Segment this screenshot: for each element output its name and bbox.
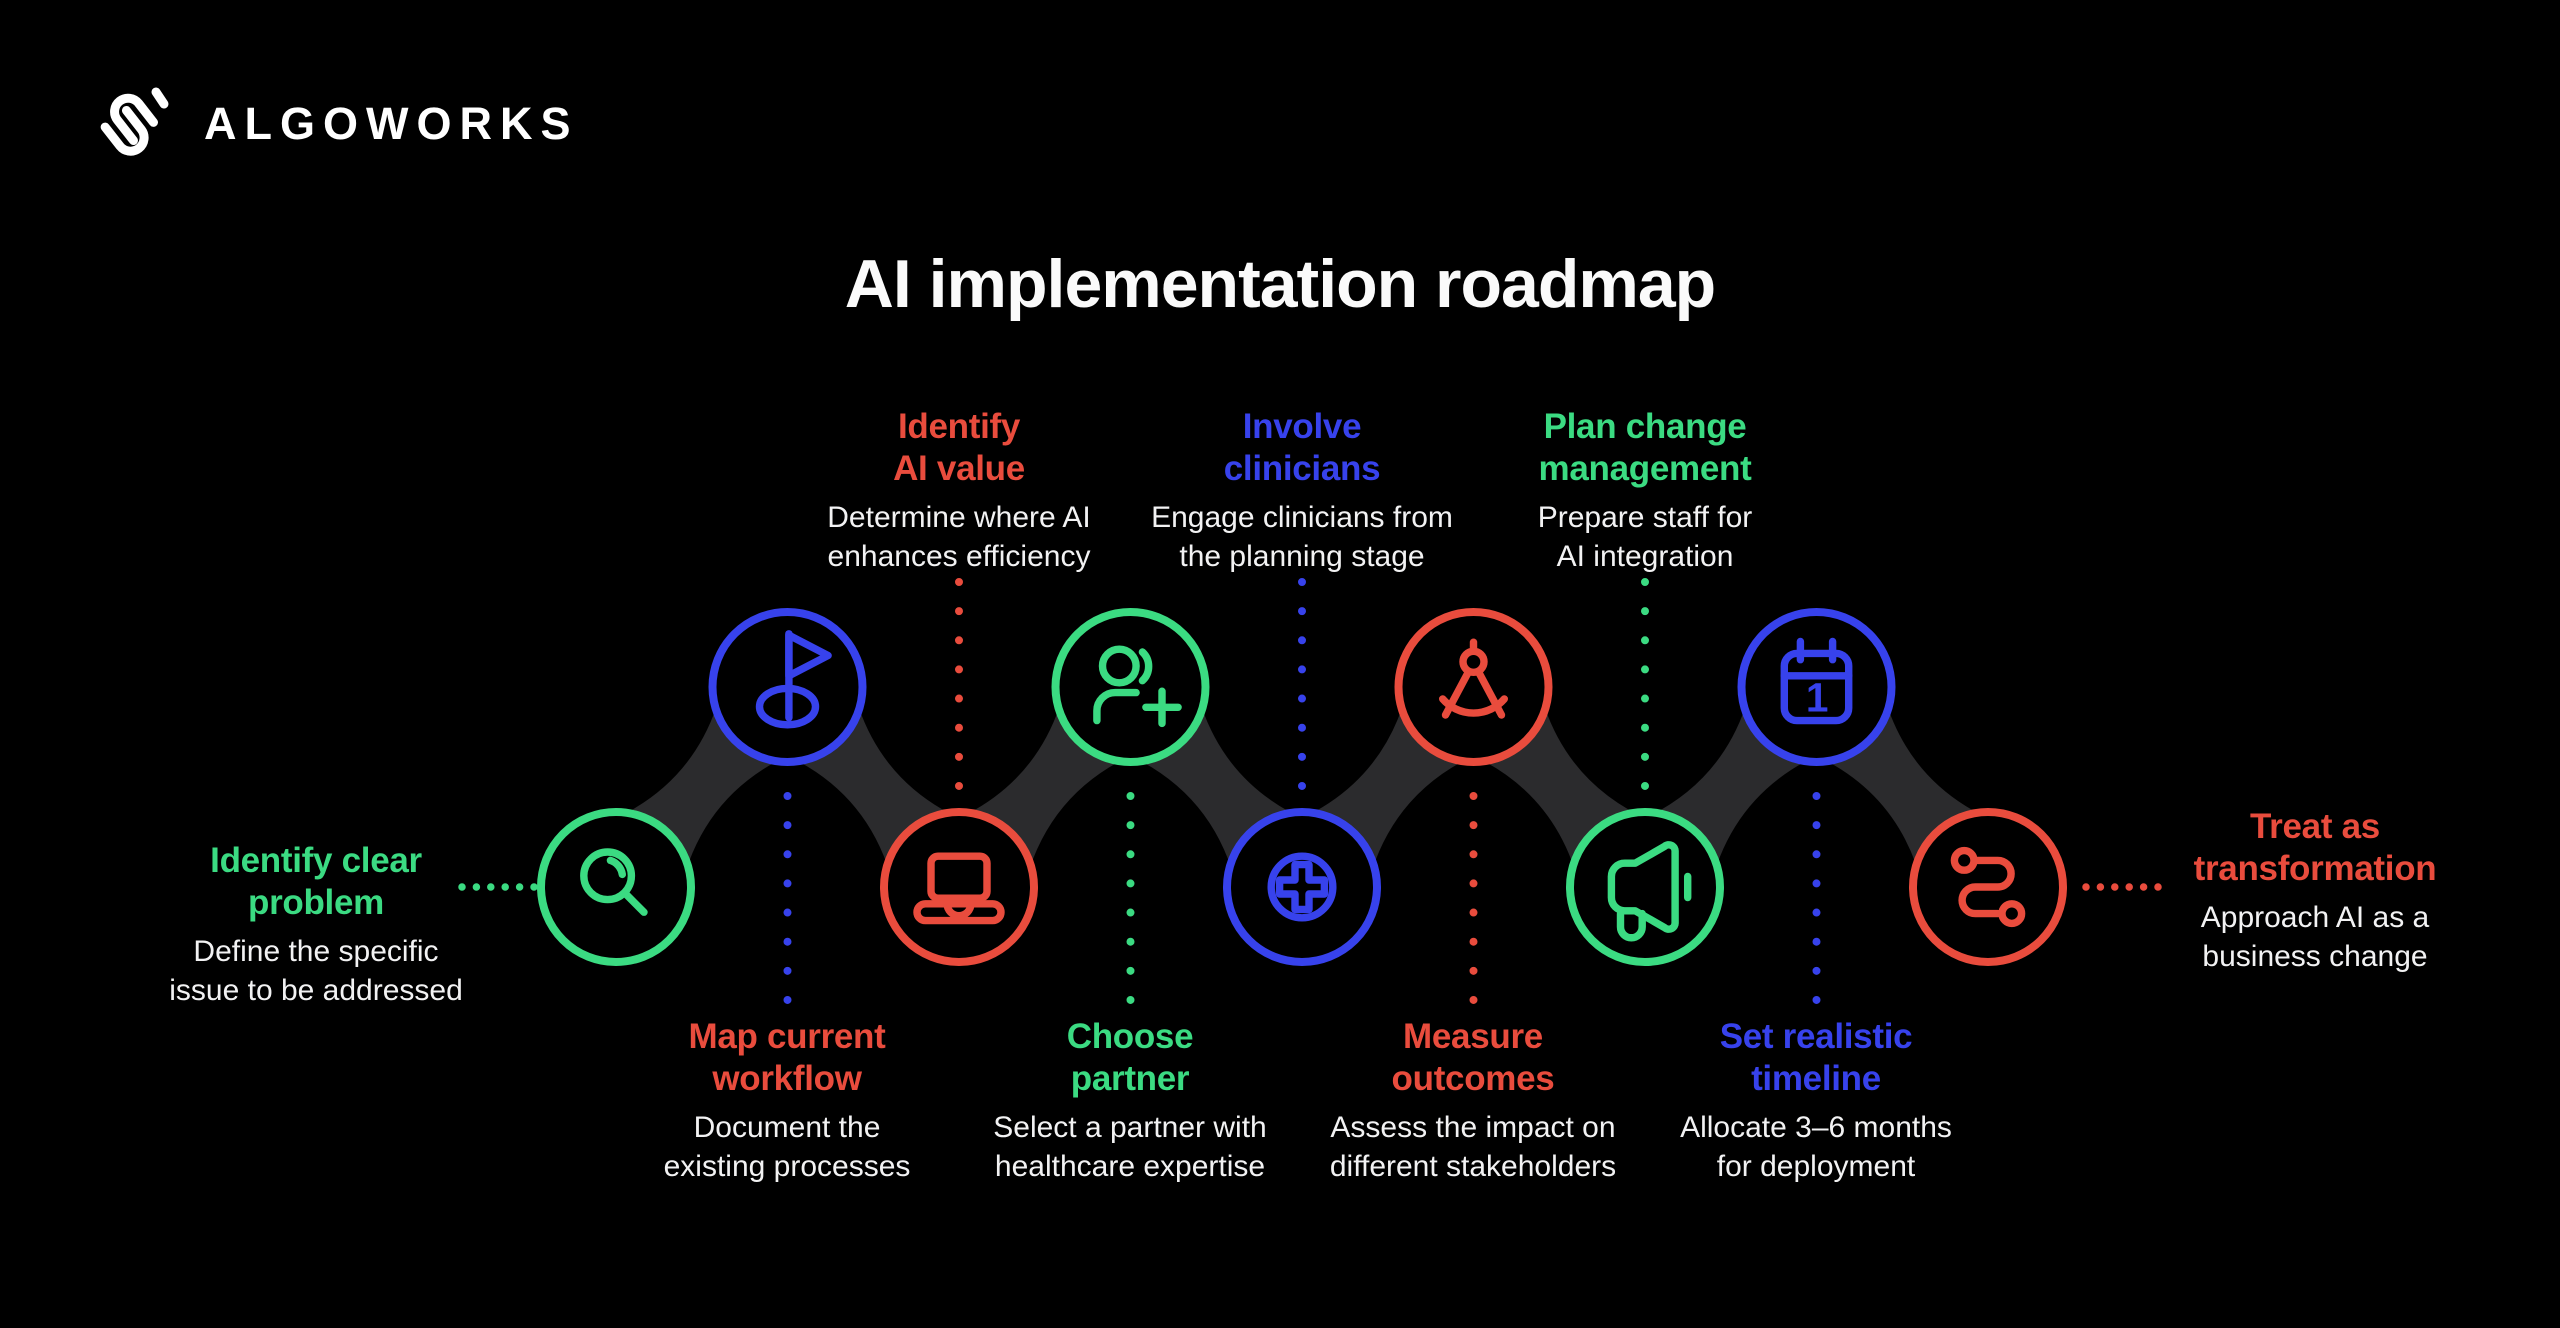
- step-6-circle: [1394, 608, 1553, 766]
- step-1-circle: [537, 808, 695, 966]
- flag-icon: [755, 630, 832, 729]
- step-4-node: [1051, 608, 1210, 766]
- step-4-heading: Choose partner: [1066, 1017, 1194, 1098]
- step-2-label: Map current workflow Document the existi…: [552, 1016, 1022, 1186]
- step-5-node: [1223, 808, 1381, 966]
- step-5-label: Involve clinicians Engage clinicians fro…: [1067, 406, 1537, 576]
- magnifier-icon: [580, 848, 648, 916]
- step-5-heading: Involve clinicians: [1223, 407, 1381, 488]
- step-1-node: [537, 808, 695, 966]
- step-6-description: Assess the impact on different stakehold…: [1329, 1111, 1617, 1183]
- page-title: AI implementation roadmap: [844, 246, 1716, 322]
- svg-text:1: 1: [1806, 675, 1829, 721]
- step-4-label: Choose partner Select a partner with hea…: [895, 1016, 1365, 1186]
- step-6-label: Measure outcomes Assess the impact on di…: [1238, 1016, 1708, 1186]
- step-6-heading: Measure outcomes: [1391, 1017, 1555, 1098]
- step-7-circle: [1566, 808, 1724, 966]
- step-3-circle: [880, 808, 1038, 966]
- step-9-label: Treat as transformation Approach AI as a…: [2080, 806, 2550, 976]
- step-1-heading: Identify clear problem: [210, 841, 422, 922]
- megaphone-icon: [1607, 841, 1692, 942]
- user-plus-icon: [1093, 645, 1182, 728]
- calendar-icon: 1: [1780, 637, 1853, 725]
- step-7-description: Prepare staff for AI integration: [1537, 501, 1753, 573]
- step-2-node: [708, 608, 867, 766]
- step-7-heading: Plan change management: [1538, 407, 1752, 488]
- step-8-heading: Set realistic timeline: [1719, 1017, 1913, 1098]
- step-4-circle: [1051, 608, 1210, 766]
- step-9-description: Approach AI as a business change: [2200, 901, 2430, 973]
- compass-icon: [1438, 638, 1509, 719]
- step-9-heading: Treat as transformation: [2193, 807, 2437, 888]
- step-8-description: Allocate 3–6 months for deployment: [1680, 1111, 1952, 1183]
- step-8-label: Set realistic timeline Allocate 3–6 mont…: [1581, 1016, 2051, 1186]
- step-3-heading: Identify AI value: [893, 407, 1025, 488]
- step-7-node: [1566, 808, 1724, 966]
- step-2-heading: Map current workflow: [688, 1017, 886, 1098]
- algoworks-logomark-icon: [100, 87, 169, 156]
- brand-logo: ALGOWORKS: [92, 78, 578, 170]
- step-5-circle: [1223, 808, 1381, 966]
- step-8-circle: [1737, 608, 1896, 766]
- step-4-description: Select a partner with healthcare experti…: [993, 1111, 1267, 1183]
- step-3-label: Identify AI value Determine where AI enh…: [724, 406, 1194, 576]
- step-5-description: Engage clinicians from the planning stag…: [1151, 501, 1453, 573]
- step-3-description: Determine where AI enhances efficiency: [827, 501, 1091, 573]
- laptop-icon: [913, 852, 1005, 925]
- step-1-description: Define the specific issue to be addresse…: [169, 935, 463, 1007]
- health-cross-icon: [1267, 852, 1337, 922]
- step-8-node: 1: [1737, 608, 1896, 766]
- step-6-node: [1394, 608, 1553, 766]
- route-icon: [1950, 846, 2026, 928]
- brand-wordmark: ALGOWORKS: [204, 98, 579, 149]
- step-3-node: [880, 808, 1038, 966]
- step-2-description: Document the existing processes: [663, 1111, 911, 1183]
- step-1-label: Identify clear problem Define the specif…: [81, 840, 551, 1010]
- step-7-label: Plan change management Prepare staff for…: [1410, 406, 1880, 576]
- step-9-node: [1909, 808, 2067, 966]
